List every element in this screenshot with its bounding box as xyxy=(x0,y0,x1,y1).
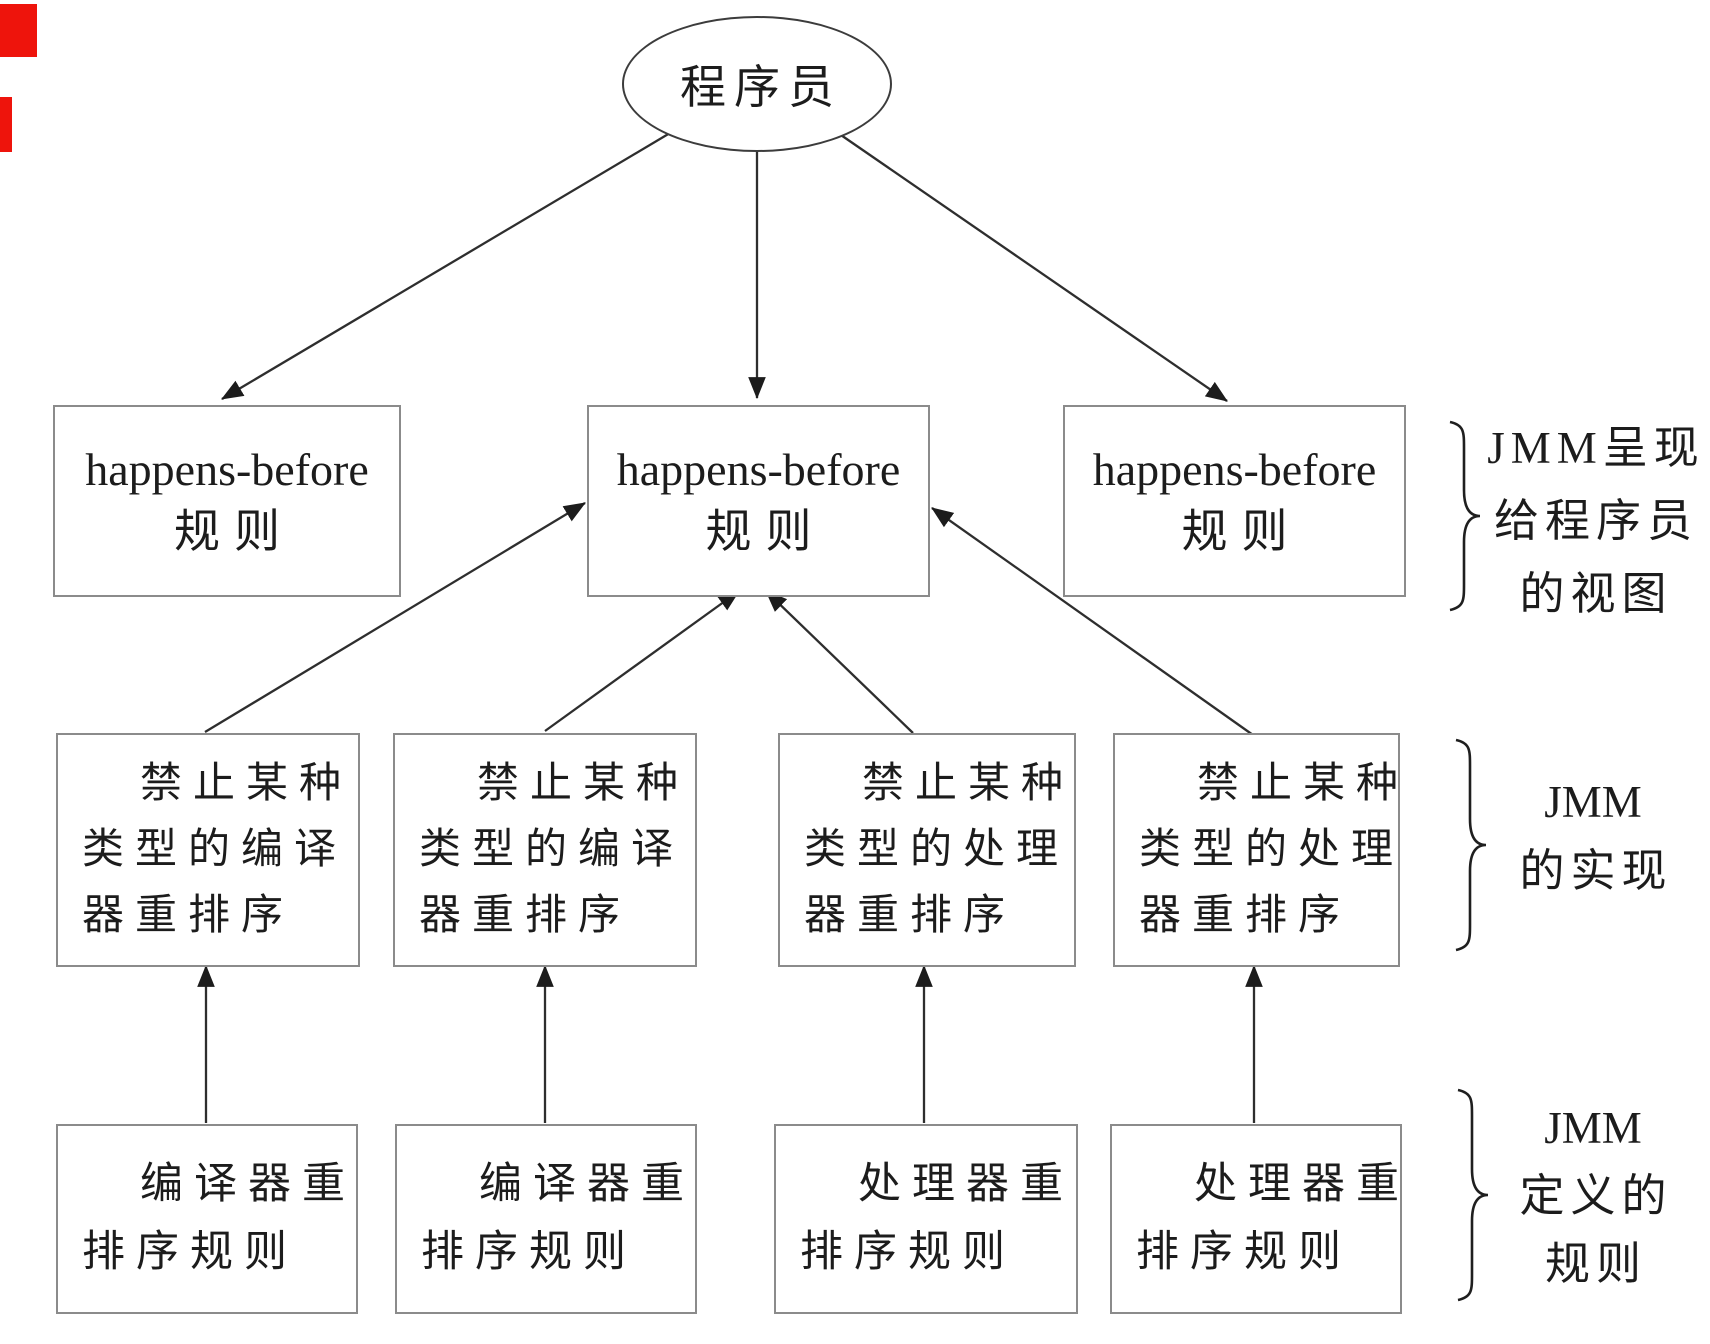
happens-before-box-left: happens-before 规则 xyxy=(53,405,401,597)
box-line: happens-before xyxy=(1092,444,1377,495)
box-line: 器重排序 xyxy=(804,893,1017,939)
label-line: JMM呈现 xyxy=(1487,423,1705,473)
compiler-reordering-rules-box-1: 编译器重 排序规则 xyxy=(56,1124,358,1314)
box-line: 处理器重 xyxy=(858,1161,1074,1208)
box-line: 规则 xyxy=(705,506,826,557)
box-line: 处理器重 xyxy=(1194,1161,1410,1208)
forbid-processor-reordering-box-2: 禁止某种 类型的处理 器重排序 xyxy=(1113,733,1400,967)
label-line: 定义的 xyxy=(1519,1171,1673,1221)
arrow-programmer-to-right-box xyxy=(837,132,1228,402)
box-line: 禁止某种 xyxy=(1197,761,1410,807)
forbid-compiler-reordering-box-1: 禁止某种 类型的编译 器重排序 xyxy=(56,733,360,967)
box-line: happens-before xyxy=(85,444,369,495)
box-line: 禁止某种 xyxy=(477,761,690,807)
box-line: 排序规则 xyxy=(421,1229,637,1276)
label-jmm-implementation: JMM 的实现 xyxy=(1478,768,1708,906)
forbid-processor-reordering-box-1: 禁止某种 类型的处理 器重排序 xyxy=(778,733,1076,967)
box-line: 类型的处理 xyxy=(1139,827,1405,873)
label-line: 的视图 xyxy=(1519,569,1673,619)
label-line: 规则 xyxy=(1544,1239,1647,1289)
brace-jmm-view xyxy=(1449,420,1481,612)
box-line: 器重排序 xyxy=(82,893,295,939)
label-jmm-defined-rules: JMM 定义的 规则 xyxy=(1478,1094,1708,1298)
box-line: 器重排序 xyxy=(419,893,632,939)
box-line: 类型的编译 xyxy=(419,827,685,873)
box-line: 规则 xyxy=(174,506,294,557)
processor-reordering-rules-box-2: 处理器重 排序规则 xyxy=(1110,1124,1402,1314)
arrow-compiler2-to-center-box xyxy=(544,590,740,732)
box-line: 排序规则 xyxy=(82,1229,298,1276)
happens-before-box-right: happens-before 规则 xyxy=(1063,405,1406,597)
box-line: 规则 xyxy=(1181,506,1302,557)
processor-reordering-rules-box-1: 处理器重 排序规则 xyxy=(774,1124,1078,1314)
box-line: 类型的处理 xyxy=(804,827,1070,873)
red-highlight-mark-left xyxy=(0,97,12,152)
forbid-compiler-reordering-box-2: 禁止某种 类型的编译 器重排序 xyxy=(393,733,697,967)
box-line: 禁止某种 xyxy=(140,761,353,807)
label-line: JMM xyxy=(1544,777,1642,827)
box-line: 排序规则 xyxy=(1136,1229,1352,1276)
label-jmm-view: JMM呈现 给程序员 的视图 xyxy=(1478,412,1708,631)
label-line: JMM xyxy=(1544,1103,1642,1153)
box-line: 类型的编译 xyxy=(82,827,348,873)
box-line: 编译器重 xyxy=(140,1161,356,1208)
label-line: 给程序员 xyxy=(1493,496,1698,546)
arrow-processor1-to-center-box xyxy=(765,590,914,734)
red-highlight-mark-top xyxy=(0,4,37,57)
label-line: 的实现 xyxy=(1519,846,1673,896)
happens-before-box-center: happens-before 规则 xyxy=(587,405,930,597)
programmer-node: 程序员 xyxy=(622,16,892,152)
box-line: happens-before xyxy=(616,444,901,495)
compiler-reordering-rules-box-2: 编译器重 排序规则 xyxy=(395,1124,697,1314)
box-line: 排序规则 xyxy=(800,1229,1016,1276)
box-line: 编译器重 xyxy=(479,1161,695,1208)
box-line: 器重排序 xyxy=(1139,893,1352,939)
box-line: 禁止某种 xyxy=(862,761,1075,807)
programmer-label: 程序员 xyxy=(680,62,842,113)
arrow-programmer-to-left-box xyxy=(221,132,671,400)
